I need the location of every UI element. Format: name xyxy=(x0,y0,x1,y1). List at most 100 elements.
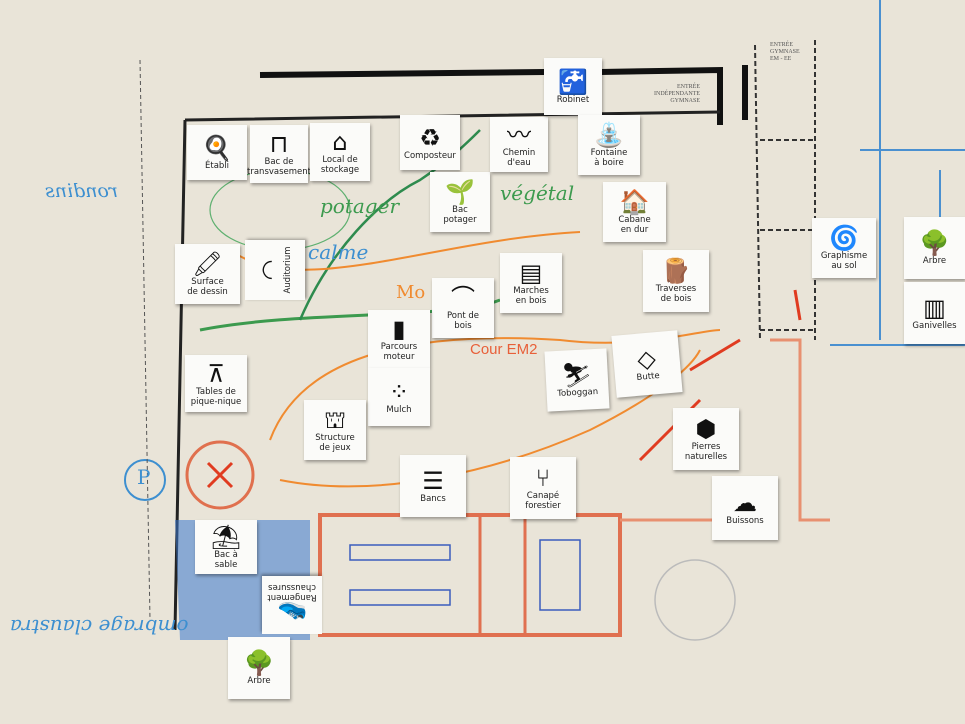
bridge-icon: ⌒ xyxy=(451,284,475,312)
card-label: Local de stockage xyxy=(320,155,360,175)
auditorium-icon: ◠ xyxy=(256,259,284,281)
tree-icon: 🌳 xyxy=(919,229,950,257)
card-mulch[interactable]: ⁘Mulch xyxy=(368,368,430,426)
cabin-icon: 🏠 xyxy=(619,188,650,216)
card-faucet[interactable]: 🚰Robinet xyxy=(544,58,602,115)
card-tree[interactable]: 🌳Arbre xyxy=(228,637,290,699)
log-icon: 🪵 xyxy=(661,257,691,285)
card-label: Composteur xyxy=(404,150,456,161)
card-table[interactable]: ⊓Bac de transvasement xyxy=(247,125,311,183)
shed-icon: ⌂ xyxy=(332,128,348,156)
card-label: Bac de transvasement xyxy=(247,157,311,177)
card-label: Robinet xyxy=(556,94,590,105)
slide-icon: ⛷ xyxy=(560,360,593,390)
fountain-icon: ⛲ xyxy=(594,121,624,149)
card-drawing-board[interactable]: 🖍Surface de dessin xyxy=(175,244,240,304)
card-label: Structure de jeux xyxy=(315,433,355,453)
card-label: Pont de bois xyxy=(446,311,480,331)
shoe-rack-icon: 👟 xyxy=(277,601,307,629)
handwritten-ombrage: ombrage claustra xyxy=(10,615,189,639)
card-label: Arbre xyxy=(922,256,947,266)
card-cabin[interactable]: 🏠Cabane en dur xyxy=(603,182,666,242)
tools-icon: 🍳 xyxy=(202,133,232,162)
card-label: Tables de pique-nique xyxy=(190,386,242,407)
card-label: Bac potager xyxy=(443,205,477,225)
card-planter[interactable]: 🌱Bac potager xyxy=(430,172,490,232)
drawing-board-icon: 🖍 xyxy=(192,250,223,278)
card-label: Butte xyxy=(636,370,661,383)
card-label: Bancs xyxy=(420,494,446,504)
card-label: Ganivelles xyxy=(912,321,957,331)
card-label: Auditorium xyxy=(283,246,293,294)
card-label: Toboggan xyxy=(556,386,599,400)
handwritten-parking: P xyxy=(137,465,151,489)
gym-entrance-label-2: ENTRÉE GYMNASE EM - EE xyxy=(770,42,800,62)
card-stones[interactable]: ⬢Pierres naturelles xyxy=(673,408,739,470)
card-label: Traverses de bois xyxy=(655,284,697,304)
branch-icon: ⑂ xyxy=(535,464,551,492)
card-slide[interactable]: ⛷Toboggan xyxy=(544,348,610,412)
card-tree[interactable]: 🌳Arbre xyxy=(904,217,965,279)
handwritten-potager: potager xyxy=(320,194,400,218)
card-label: Pierres naturelles xyxy=(684,442,728,462)
card-bush[interactable]: ☁Buissons xyxy=(712,476,778,540)
card-label: Établi xyxy=(204,160,230,171)
bush-icon: ☁ xyxy=(733,489,757,517)
picnic-table-icon: ⊼ xyxy=(207,359,225,388)
faucet-icon: 🚰 xyxy=(558,67,588,96)
card-fountain[interactable]: ⛲Fontaine à boire xyxy=(578,115,640,175)
card-water-path[interactable]: 〰Chemin d'eau xyxy=(490,117,548,172)
handwritten-calme: calme xyxy=(308,240,369,264)
spiral-icon: 🌀 xyxy=(829,224,859,252)
card-label: Fontaine à boire xyxy=(590,148,628,168)
playground-icon: ⛫ xyxy=(323,406,347,434)
card-label: Cabane en dur xyxy=(618,215,651,235)
steps-icon: ▤ xyxy=(519,259,543,287)
card-label: Surface de dessin xyxy=(187,277,228,297)
card-fence[interactable]: ▥Ganivelles xyxy=(904,282,965,344)
card-bench[interactable]: ☰Bancs xyxy=(400,455,466,517)
card-steps[interactable]: ▤Marches en bois xyxy=(500,253,562,313)
card-label: Rangement chaussures xyxy=(267,582,317,602)
card-auditorium[interactable]: ◠Auditorium xyxy=(245,240,305,300)
mound-icon: ◇ xyxy=(636,344,657,374)
planter-icon: 🌱 xyxy=(445,178,475,206)
handwritten-motricite: Mo xyxy=(396,282,426,303)
fence-icon: ▥ xyxy=(923,294,946,322)
handwritten-rondins: rondins xyxy=(45,180,118,202)
compost-icon: ♻ xyxy=(419,123,441,152)
tree-icon: 🌳 xyxy=(244,649,274,677)
stump-icon: ▮ xyxy=(392,315,406,343)
table-icon: ⊓ xyxy=(269,130,289,158)
card-tools[interactable]: 🍳Établi xyxy=(187,125,247,180)
card-label: Canapé forestier xyxy=(525,491,561,511)
card-label: Chemin d'eau xyxy=(502,147,536,168)
gym-entrance-label: ENTRÉE INDÉPENDANTE GYMNASE xyxy=(654,84,700,104)
card-compost[interactable]: ♻Composteur xyxy=(400,115,460,170)
mulch-icon: ⁘ xyxy=(388,378,410,406)
water-path-icon: 〰 xyxy=(507,120,531,149)
bench-icon: ☰ xyxy=(422,467,444,495)
stones-icon: ⬢ xyxy=(695,415,717,443)
card-label: Arbre xyxy=(247,676,271,686)
card-mound[interactable]: ◇Butte xyxy=(611,330,683,398)
card-log[interactable]: 🪵Traverses de bois xyxy=(643,250,709,312)
handwritten-vegetal: végétal xyxy=(500,181,575,205)
card-label: Mulch xyxy=(386,405,412,415)
card-branch[interactable]: ⑂Canapé forestier xyxy=(510,457,576,519)
sandbox-icon: ⛱ xyxy=(210,523,242,551)
card-label: Graphisme au sol xyxy=(820,251,868,271)
card-label: Buissons xyxy=(726,516,764,526)
card-playground[interactable]: ⛫Structure de jeux xyxy=(304,400,366,460)
handwritten-cour: Cour EM2 xyxy=(470,341,538,358)
card-shed[interactable]: ⌂Local de stockage xyxy=(310,123,370,181)
card-stump[interactable]: ▮Parcours moteur xyxy=(368,310,430,368)
card-label: Bac à sable xyxy=(214,550,238,570)
card-label: Marches en bois xyxy=(513,286,549,306)
card-shoe-rack[interactable]: 👟Rangement chaussures xyxy=(262,576,322,634)
card-spiral[interactable]: 🌀Graphisme au sol xyxy=(812,218,876,278)
card-sandbox[interactable]: ⛱Bac à sable xyxy=(195,520,257,574)
card-picnic-table[interactable]: ⊼Tables de pique-nique xyxy=(185,355,247,412)
card-label: Parcours moteur xyxy=(380,342,418,362)
card-bridge[interactable]: ⌒Pont de bois xyxy=(432,278,494,338)
